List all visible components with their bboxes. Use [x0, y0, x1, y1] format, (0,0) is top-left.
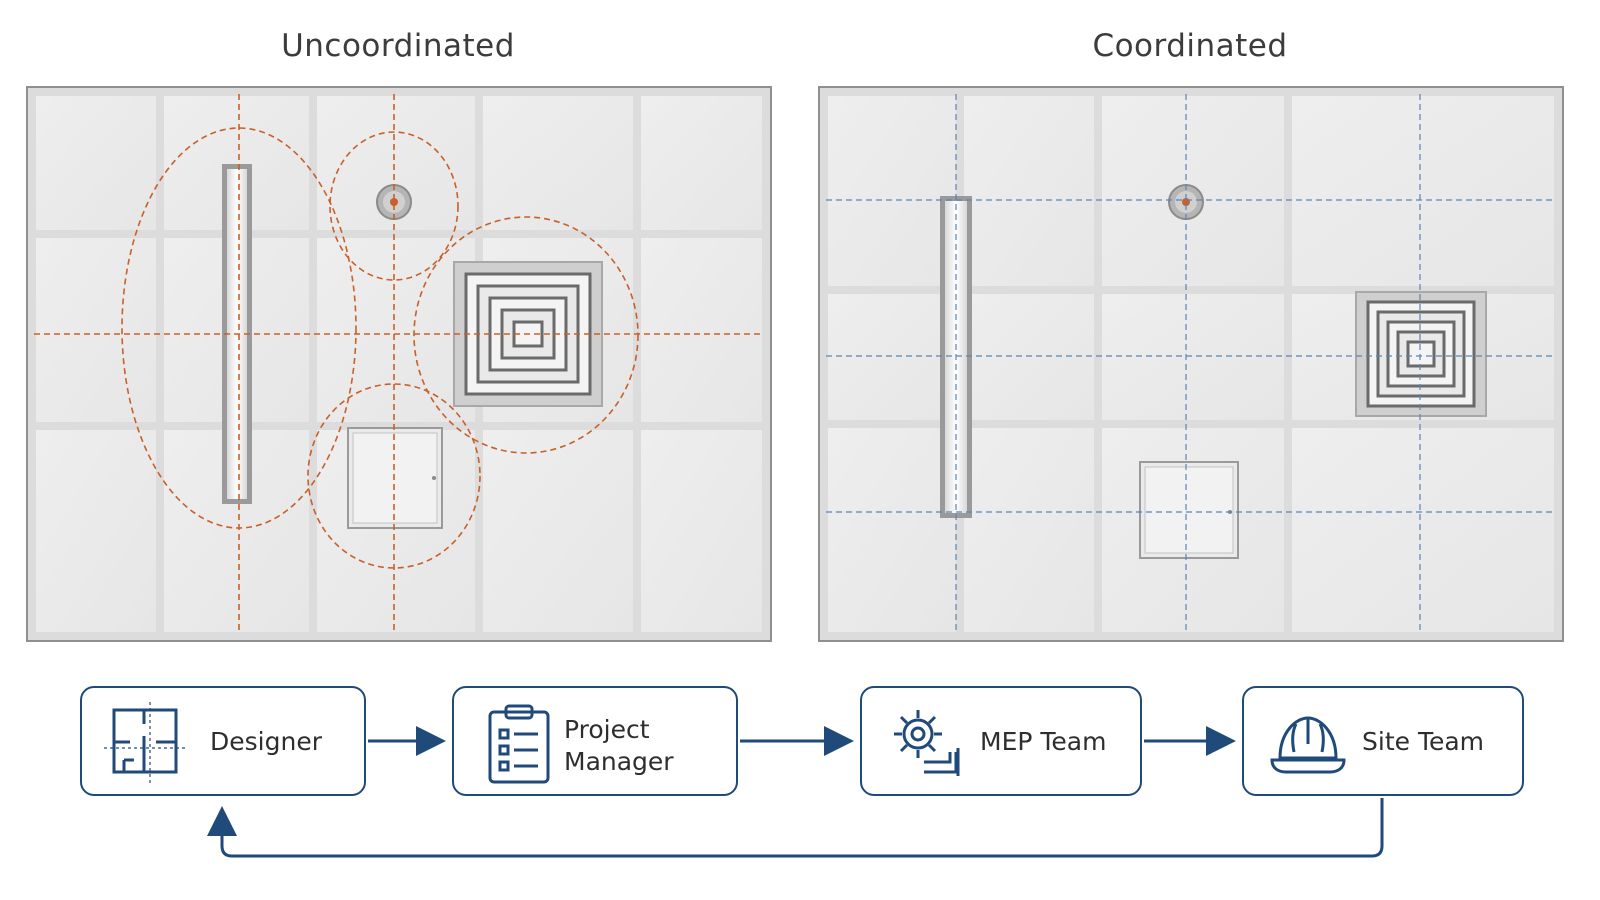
mep-team-step: MEP Team [860, 686, 1142, 796]
floor-plan-icon [104, 702, 188, 786]
coordinated-title: Coordinated [1092, 28, 1288, 64]
feedback-loop-arrow [207, 798, 1384, 858]
uncoordinated-ceiling-plan [26, 86, 772, 642]
designer-label: Designer [210, 727, 322, 756]
hard-hat-icon [1270, 716, 1346, 774]
sprinkler-head [1168, 184, 1204, 220]
air-diffuser [1355, 291, 1487, 417]
designer-step: Designer [80, 686, 366, 796]
uncoordinated-title: Uncoordinated [281, 28, 515, 64]
project-manager-label-line1: Project [564, 715, 650, 744]
conflict-markup [34, 94, 764, 634]
clipboard-checklist-icon [488, 704, 550, 784]
project-manager-label-line2: Manager [564, 747, 674, 776]
coordinated-ceiling-plan [818, 86, 1564, 642]
access-panel [347, 427, 443, 529]
mep-team-label: MEP Team [980, 727, 1107, 756]
site-team-step: Site Team [1242, 686, 1524, 796]
project-manager-step: Project Manager [452, 686, 738, 796]
site-team-label: Site Team [1362, 727, 1485, 756]
alignment-grid [826, 94, 1556, 634]
sprinkler-head [376, 184, 412, 220]
access-panel [1139, 461, 1239, 559]
gear-pipe-icon [894, 710, 960, 776]
ceiling-tiles [36, 96, 762, 632]
project-manager-label: Project Manager [564, 714, 674, 778]
